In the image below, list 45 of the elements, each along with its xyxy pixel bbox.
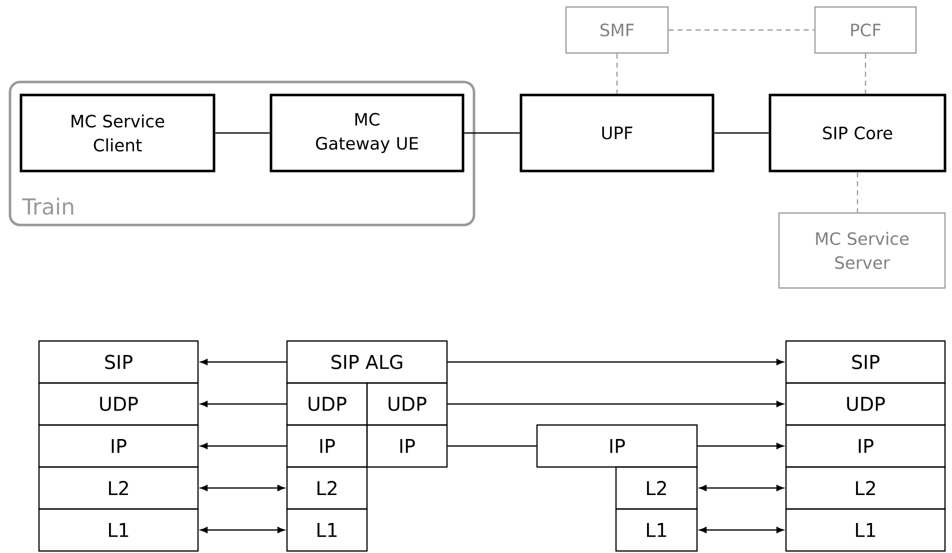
protocol-layer-cell: SIP ALG <box>286 340 448 384</box>
connector-line <box>616 54 618 94</box>
connector-line <box>448 445 536 447</box>
protocol-layer-cell: IP <box>38 424 199 468</box>
arrow <box>698 442 784 450</box>
protocol-layer-cell: IP <box>785 424 946 468</box>
network-node-box: MC Gateway UE <box>270 94 464 172</box>
protocol-layer-cell: L1 <box>286 508 368 552</box>
arrow <box>448 358 784 366</box>
arrow <box>200 442 286 450</box>
network-function-box: MC Service Server <box>778 212 946 289</box>
protocol-layer-cell: SIP <box>785 340 946 384</box>
connector-line <box>864 54 866 94</box>
protocol-layer-cell: SIP <box>38 340 199 384</box>
arrow <box>200 358 286 366</box>
connector-line <box>464 132 520 134</box>
network-function-box: SMF <box>565 6 669 54</box>
protocol-layer-cell: UDP <box>286 382 368 426</box>
arrow <box>448 400 784 408</box>
protocol-layer-cell: UDP <box>785 382 946 426</box>
protocol-layer-cell: UDP <box>38 382 199 426</box>
double-arrow <box>699 526 784 534</box>
connector-line <box>215 132 270 134</box>
protocol-layer-cell: L2 <box>785 466 946 510</box>
network-function-box: PCF <box>814 6 917 54</box>
protocol-layer-cell: L1 <box>785 508 946 552</box>
protocol-layer-cell: IP <box>286 424 368 468</box>
protocol-layer-cell: L2 <box>615 466 698 510</box>
double-arrow <box>200 484 285 492</box>
protocol-layer-cell: IP <box>536 424 698 468</box>
protocol-layer-cell: L1 <box>615 508 698 552</box>
double-arrow <box>200 526 285 534</box>
connector-line <box>668 29 814 31</box>
protocol-layer-cell: IP <box>366 424 448 468</box>
double-arrow <box>699 484 784 492</box>
arrow <box>200 400 286 408</box>
protocol-layer-cell: L1 <box>38 508 199 552</box>
protocol-layer-cell: L2 <box>286 466 368 510</box>
network-node-box: UPF <box>520 94 714 172</box>
protocol-layer-cell: UDP <box>366 382 448 426</box>
network-node-box: MC Service Client <box>20 94 216 172</box>
network-node-box: SIP Core <box>768 94 946 172</box>
protocol-layer-cell: L2 <box>38 466 199 510</box>
connector-line <box>856 172 858 212</box>
connector-line <box>714 132 769 134</box>
